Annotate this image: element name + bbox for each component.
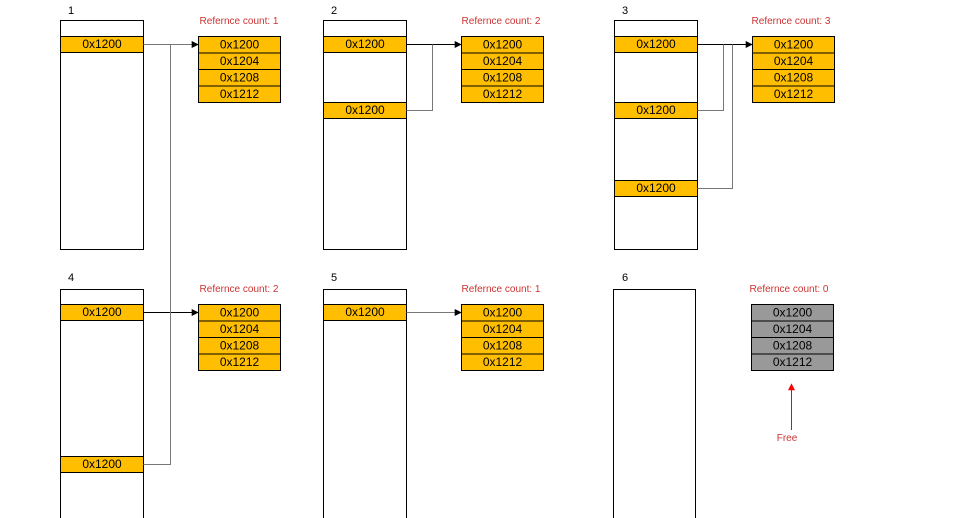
heap-cell [198,353,281,371]
heap-address: 0x1204 [220,54,260,68]
reference-count-label: Refernce count: 1 [200,16,279,27]
memory-block [613,289,696,518]
heap-address: 0x1212 [774,87,814,101]
heap-address: 0x1208 [483,71,523,85]
heap-address: 0x1200 [220,306,260,320]
pointer-value: 0x1200 [636,37,676,51]
pointer-value: 0x1200 [82,305,122,319]
pointer-value: 0x1200 [345,103,385,117]
reference-count-label: Refernce count: 1 [462,284,541,295]
heap-address: 0x1200 [220,38,260,52]
heap-address: 0x1204 [483,54,523,68]
reference-connector [697,44,724,111]
heap-address: 0x1212 [483,87,523,101]
free-label: Free [777,433,798,444]
reference-count-label: Refernce count: 2 [200,284,279,295]
memory-block [60,20,144,250]
heap-cell [461,353,544,371]
heap-cell [461,85,544,103]
memory-block [323,20,407,250]
heap-address: 0x1200 [483,306,523,320]
heap-address: 0x1208 [773,339,813,353]
panel-number: 4 [68,272,74,284]
heap-address: 0x1212 [220,355,260,369]
heap-address: 0x1208 [483,339,523,353]
memory-block [323,289,407,518]
heap-address: 0x1204 [220,322,260,336]
reference-connector [143,44,171,465]
heap-address: 0x1200 [773,306,813,320]
heap-address: 0x1208 [220,71,260,85]
pointer-value: 0x1200 [636,103,676,117]
panel-number: 2 [331,5,337,17]
heap-cell [198,85,281,103]
heap-address: 0x1208 [774,71,814,85]
panel-number: 5 [331,272,337,284]
panel-number: 3 [622,5,628,17]
heap-address: 0x1208 [220,339,260,353]
pointer-value: 0x1200 [82,37,122,51]
reference-count-label: Refernce count: 2 [462,16,541,27]
pointer-value: 0x1200 [82,457,122,471]
heap-address: 0x1212 [220,87,260,101]
heap-cell [752,85,835,103]
memory-block [614,20,698,250]
heap-address: 0x1212 [773,355,813,369]
pointer-value: 0x1200 [636,181,676,195]
reference-connector [697,44,733,189]
pointer-value: 0x1200 [345,37,385,51]
heap-address: 0x1200 [483,38,523,52]
heap-address: 0x1204 [483,322,523,336]
pointer-value: 0x1200 [345,305,385,319]
reference-count-label: Refernce count: 3 [752,16,831,27]
panel-number: 6 [622,272,628,284]
memory-block [60,289,144,518]
heap-address: 0x1204 [774,54,814,68]
heap-address: 0x1200 [774,38,814,52]
heap-address: 0x1212 [483,355,523,369]
reference-count-label: Refernce count: 0 [750,284,829,295]
heap-cell [751,353,834,371]
panel-number: 1 [68,5,74,17]
reference-connector [406,44,433,111]
heap-address: 0x1204 [773,322,813,336]
